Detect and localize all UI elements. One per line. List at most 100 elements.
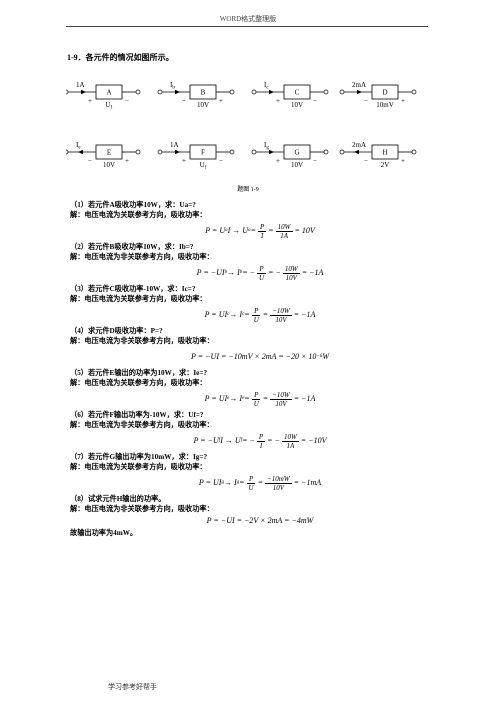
- page-footer: 学习参考好帮手: [108, 683, 157, 691]
- current-arrow-icon: [354, 149, 359, 155]
- current-label: Ib: [170, 81, 175, 91]
- current-label: Ig: [264, 141, 269, 151]
- part-5-question: （5）若元件E输出的功率为10W，求：Ie=?: [70, 369, 208, 377]
- part-8-question: （8）试求元件H输出的功率。: [70, 495, 166, 503]
- voltage-label: U1: [105, 101, 113, 111]
- equation-8: P = −UI = −2V × 2mA = −4mW: [206, 516, 314, 525]
- part-6-answer: 解：电压电流为非关联参考方向，吸收功率：: [70, 421, 214, 429]
- voltage-label: 10V: [291, 101, 303, 109]
- part-2-answer: 解：电压电流为非关联参考方向，吸收功率：: [70, 253, 214, 261]
- terminal: [411, 89, 417, 95]
- figure-caption: 题图 1-9: [237, 187, 259, 193]
- voltage-label: 10V: [197, 101, 209, 109]
- polarity-sign: +: [182, 157, 186, 165]
- voltage-label: 10mV: [376, 101, 394, 109]
- element-label: B: [201, 89, 206, 97]
- voltage-label: 10V: [291, 161, 303, 169]
- element-label: G: [294, 149, 299, 157]
- current-label: 1A: [76, 81, 85, 89]
- part-5-answer: 解：电压电流为关联参考方向，吸收功率：: [70, 379, 207, 387]
- voltage-label: 2V: [381, 161, 390, 169]
- polarity-sign: +: [88, 97, 92, 105]
- terminal: [135, 149, 141, 155]
- circuit-diagram: A1A+−U1BIb−+10VCIc+−10VD2mA−+10mVEIe−+10…: [66, 81, 417, 171]
- element-box: [283, 84, 311, 100]
- current-label: 1A: [170, 141, 179, 149]
- current-label: Ie: [76, 141, 81, 151]
- polarity-sign: −: [125, 97, 129, 105]
- current-arrow-icon: [175, 89, 180, 95]
- part-4-answer: 解：电压电流为非关联参考方向，吸收功率：: [70, 337, 214, 345]
- terminal: [323, 89, 329, 95]
- part-6-question: （6）若元件F输出功率为-10W，求：Uf=?: [70, 411, 204, 419]
- part-2-question: （2）若元件B吸收功率10W，求：Ib=?: [70, 243, 194, 251]
- terminal: [157, 89, 163, 95]
- polarity-sign: +: [276, 97, 280, 105]
- polarity-sign: +: [276, 157, 280, 165]
- polarity-sign: +: [401, 97, 405, 105]
- polarity-sign: −: [313, 97, 317, 105]
- element-box: [283, 144, 311, 160]
- terminal: [251, 89, 257, 95]
- current-arrow-icon: [269, 149, 274, 155]
- terminal: [323, 149, 329, 155]
- question-title: 1-9．各元件的情况如图所示。: [67, 53, 174, 62]
- polarity-sign: −: [219, 157, 223, 165]
- part-7-answer: 解：电压电流为关联参考方向，吸收功率：: [70, 463, 207, 471]
- page-header: WORD格式整理版: [219, 15, 277, 23]
- part-3-answer: 解：电压电流为关联参考方向，吸收功率：: [70, 295, 207, 303]
- element-box: [95, 84, 123, 100]
- current-arrow-icon: [81, 89, 86, 95]
- current-arrow-icon: [357, 89, 362, 95]
- part-4-question: （4）求元件D吸收功率：P=?: [70, 327, 163, 335]
- terminal: [229, 149, 235, 155]
- polarity-sign: +: [125, 157, 129, 165]
- polarity-sign: +: [401, 157, 405, 165]
- current-arrow-icon: [78, 149, 83, 155]
- header-divider: [66, 26, 428, 27]
- element-label: F: [201, 149, 205, 157]
- part-1-question: （1）若元件A吸收功率10W，求：Ua=?: [70, 201, 196, 209]
- element-box: [189, 144, 217, 160]
- polarity-sign: −: [88, 157, 92, 165]
- current-label: Ic: [264, 81, 269, 91]
- voltage-label: 10V: [103, 161, 115, 169]
- voltage-label: Uf: [200, 161, 207, 171]
- element-label: A: [106, 89, 111, 97]
- part-1-answer: 解：电压电流为关联参考方向，吸收功率：: [70, 211, 207, 219]
- terminal: [66, 149, 69, 155]
- element-label: D: [382, 89, 387, 97]
- terminal: [411, 149, 417, 155]
- part-3-question: （3）若元件C吸收功率-10W，求：Ic=?: [70, 285, 196, 293]
- element-box: [189, 84, 217, 100]
- element-box: [371, 144, 399, 160]
- terminal: [251, 149, 257, 155]
- terminal: [339, 149, 345, 155]
- current-label: 2mA: [352, 141, 366, 149]
- solution-body: （1）若元件A吸收功率10W，求：Ua=? 解：电压电流为关联参考方向，吸收功率…: [70, 200, 450, 538]
- terminal: [66, 89, 69, 95]
- terminal: [339, 89, 345, 95]
- element-label: C: [295, 89, 300, 97]
- terminal: [229, 89, 235, 95]
- terminal: [157, 149, 163, 155]
- element-label: E: [107, 149, 111, 157]
- terminal: [135, 89, 141, 95]
- polarity-sign: −: [313, 157, 317, 165]
